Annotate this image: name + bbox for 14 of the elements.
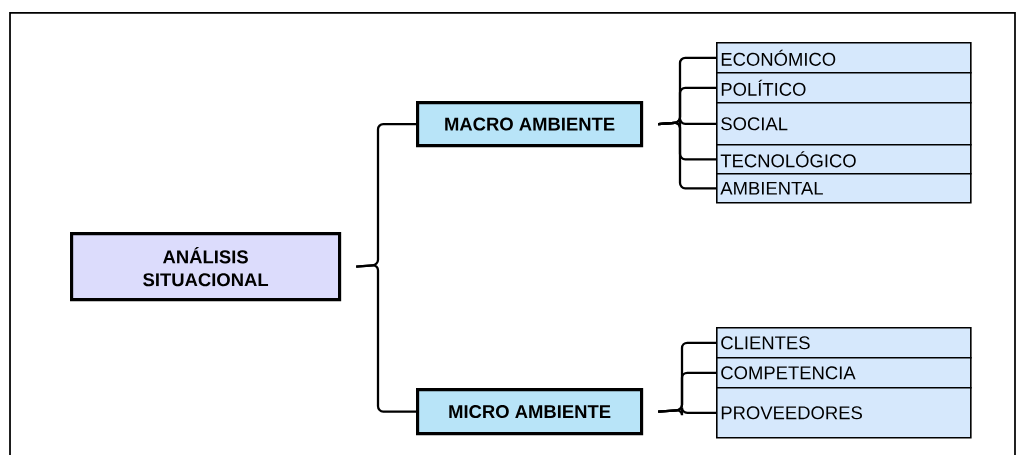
category-box: MACRO AMBIENTE	[416, 101, 644, 148]
list-cell: SOCIAL	[716, 102, 972, 146]
list-cell: POLÍTICO	[716, 72, 972, 104]
list-cell: COMPETENCIA	[716, 357, 972, 389]
list-cell: PROVEEDORES	[716, 387, 972, 439]
bracket-connector	[356, 264, 416, 413]
list-cell: ECONÓMICO	[716, 42, 972, 74]
list-cell: AMBIENTAL	[716, 173, 972, 204]
bracket-connector	[658, 121, 716, 190]
list-cell: CLIENTES	[716, 327, 972, 359]
bracket-connector	[658, 406, 716, 417]
list-cell: TECNOLÓGICO	[716, 144, 972, 175]
main-box: ANÁLISIS SITUACIONAL	[70, 232, 342, 302]
category-box: MICRO AMBIENTE	[416, 388, 644, 436]
